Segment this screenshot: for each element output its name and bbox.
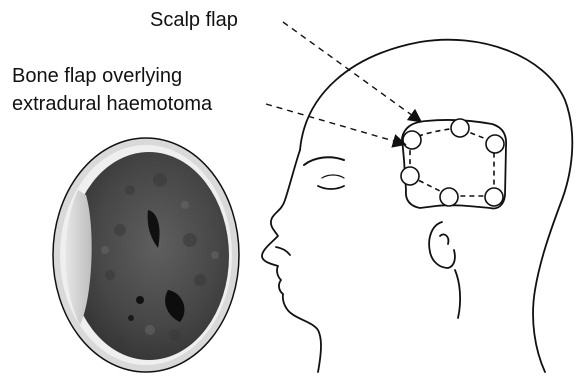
closed-eye (318, 186, 344, 189)
face-profile (262, 150, 321, 372)
burr-hole (403, 131, 421, 149)
ear (429, 222, 455, 268)
scalp-flap-label: Scalp flap (150, 8, 238, 32)
burr-holes (401, 119, 504, 206)
burr-hole (486, 135, 504, 153)
bone-flap-outline (410, 128, 494, 196)
burr-hole (401, 167, 419, 185)
bone-flap-leader (266, 104, 404, 144)
bone-flap-label-line-2: extradural haemotoma (12, 92, 212, 116)
scalp-flap-leader (283, 22, 420, 121)
eyebrow (304, 157, 344, 165)
jaw (455, 270, 460, 318)
ct-scan-image (53, 138, 239, 372)
nostril (276, 247, 290, 255)
burr-hole (485, 188, 503, 206)
head-drawing (262, 40, 572, 372)
burr-hole (451, 119, 469, 137)
bone-flap-label-line-1: Bone flap overlying (12, 64, 182, 88)
burr-hole (440, 188, 458, 206)
